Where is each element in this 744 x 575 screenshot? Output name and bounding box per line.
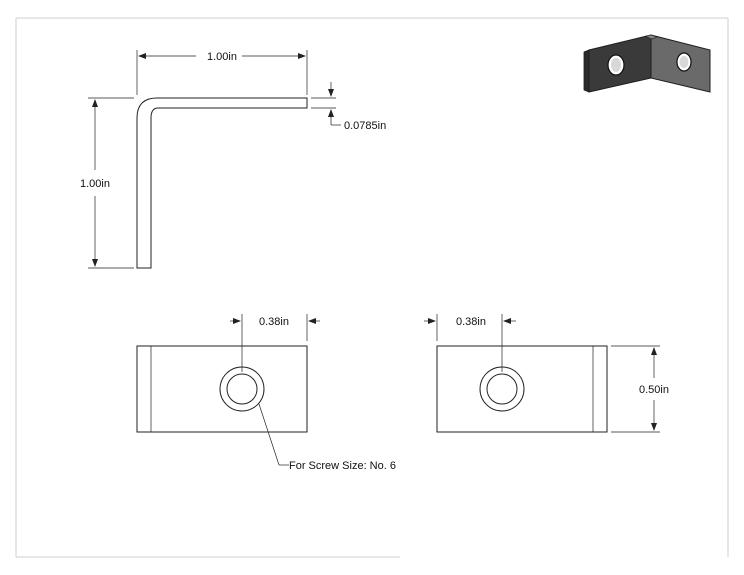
sheet-border [15,17,729,558]
side-view: 1.00in 1.00in 0.0785in [80,50,386,269]
bottom-right-view: 0.38in 0.50in [424,314,669,433]
hole-offset-label-right: 0.38in [456,316,486,328]
bracket-profile [136,97,308,269]
thickness-dimension-label: 0.0785in [344,120,386,132]
flange-height-label: 0.50in [639,384,669,396]
hole-inner-right [486,373,518,405]
hole-inner-left [226,373,258,405]
height-dimension-label: 1.00in [80,178,110,190]
hole-offset-label-left: 0.38in [259,316,289,328]
width-dimension-label: 1.00in [207,51,237,63]
bottom-left-view: 0.38in For Screw Size: No. 6 [136,314,396,472]
isometric-preview [583,34,711,93]
screw-size-note: For Screw Size: No. 6 [289,460,396,472]
